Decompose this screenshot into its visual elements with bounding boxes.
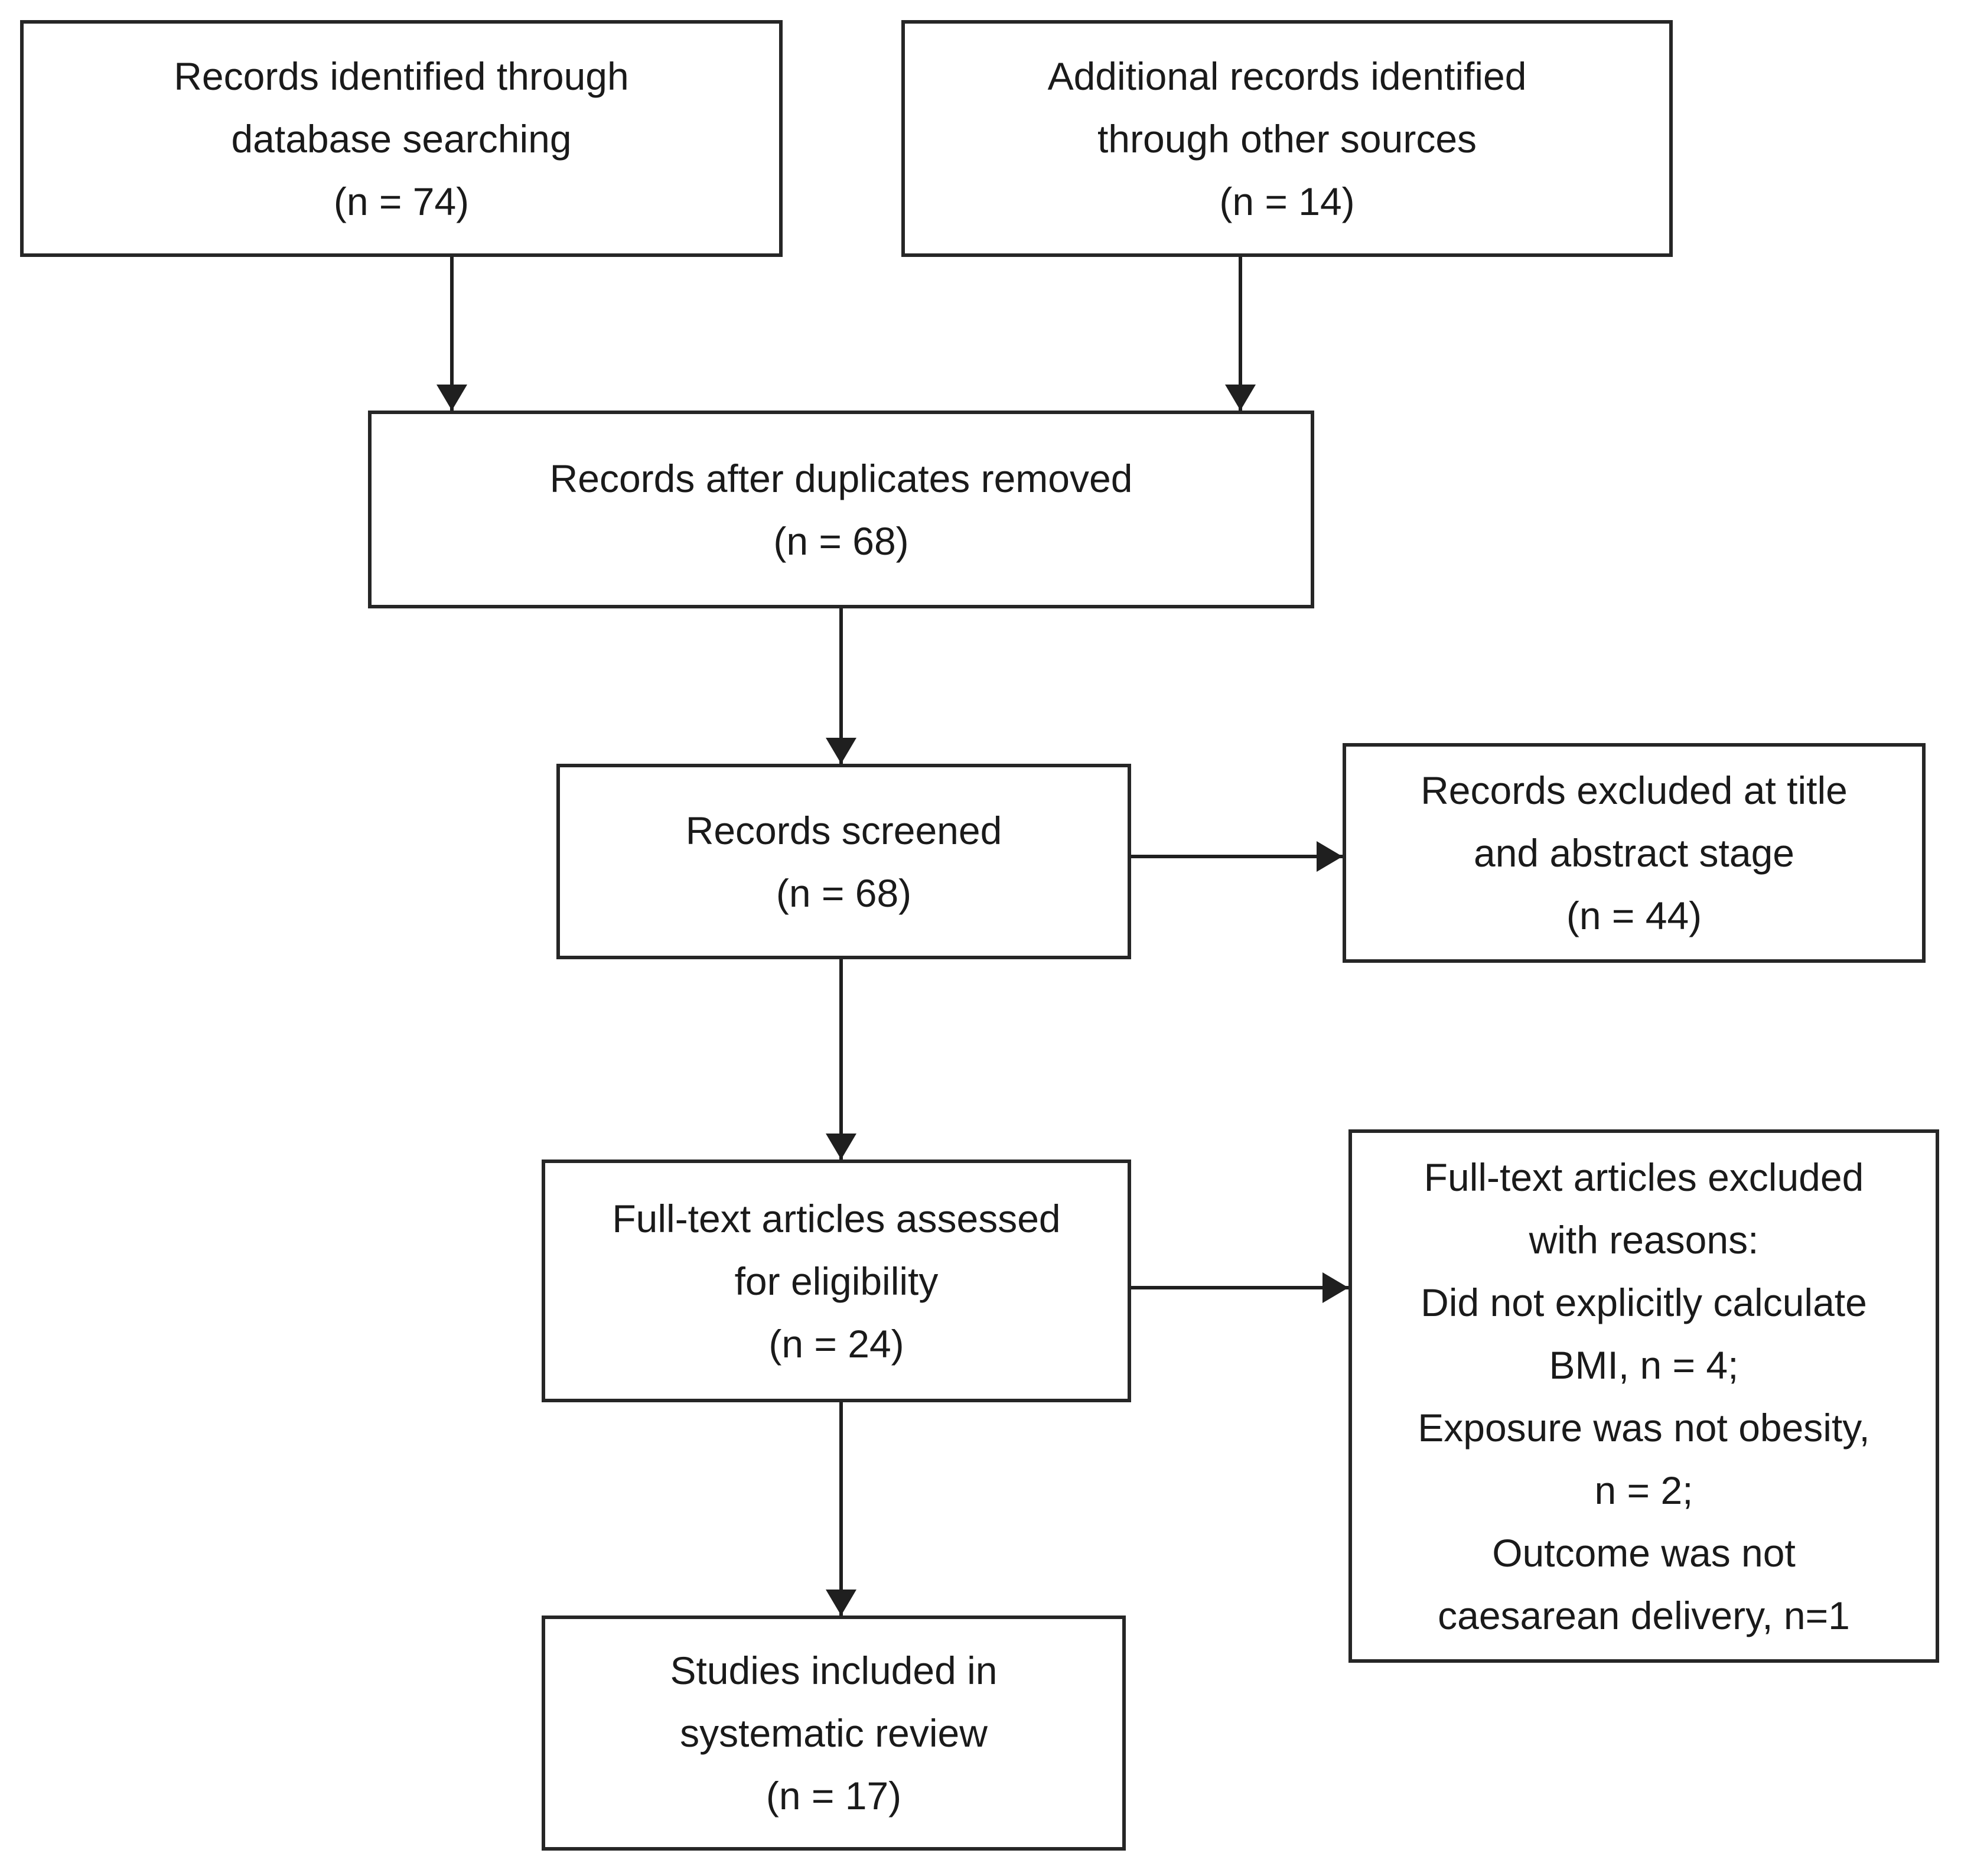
- box-reason-line: BMI, n = 4;: [1549, 1343, 1739, 1387]
- box-text-line: Studies included in: [670, 1649, 998, 1692]
- box-records-excluded-title-abstract: Records excluded at title and abstract s…: [1343, 743, 1926, 963]
- box-records-identified-database: Records identified through database sear…: [20, 20, 783, 257]
- box-count-line: (n = 17): [765, 1774, 902, 1818]
- box-records-screened: Records screened (n = 68): [556, 764, 1131, 959]
- box-count-line: (n = 44): [1566, 894, 1702, 937]
- box-text-line: Records after duplicates removed: [549, 456, 1133, 500]
- box-text-line: Records identified through: [174, 54, 629, 98]
- box-text-line: database searching: [231, 116, 572, 161]
- box-reason-line: Outcome was not: [1492, 1530, 1796, 1575]
- box-text-line: and abstract stage: [1473, 831, 1795, 875]
- box-count-line: (n = 74): [333, 179, 470, 223]
- box-count-line: (n = 14): [1219, 179, 1355, 223]
- box-text-line: for eligibility: [734, 1259, 939, 1303]
- box-reason-line: n = 2;: [1594, 1468, 1693, 1512]
- box-text-line: systematic review: [680, 1711, 988, 1755]
- box-reason-line: Exposure was not obesity,: [1418, 1405, 1870, 1450]
- box-count-line: (n = 68): [776, 871, 912, 915]
- box-text-line: Records excluded at title: [1421, 768, 1848, 812]
- box-text-line: through other sources: [1097, 116, 1477, 161]
- box-text-line: Records screened: [685, 808, 1002, 852]
- box-text-line: with reasons:: [1529, 1217, 1759, 1262]
- box-records-after-duplicates-removed: Records after duplicates removed (n = 68…: [368, 411, 1314, 608]
- box-reason-line: Did not explicitly calculate: [1421, 1280, 1867, 1324]
- box-fulltext-articles-assessed: Full-text articles assessed for eligibil…: [542, 1160, 1131, 1402]
- box-text-line: Additional records identified: [1047, 54, 1527, 98]
- box-text-line: Full-text articles excluded: [1423, 1155, 1864, 1199]
- box-fulltext-articles-excluded-reasons: Full-text articles excluded with reasons…: [1348, 1129, 1939, 1663]
- box-count-line: (n = 24): [768, 1321, 904, 1366]
- box-additional-records-other-sources: Additional records identified through ot…: [901, 20, 1673, 257]
- box-count-line: (n = 68): [773, 519, 909, 563]
- box-reason-line: caesarean delivery, n=1: [1438, 1593, 1850, 1637]
- box-studies-included-systematic-review: Studies included in systematic review (n…: [542, 1616, 1126, 1851]
- box-text-line: Full-text articles assessed: [612, 1196, 1061, 1240]
